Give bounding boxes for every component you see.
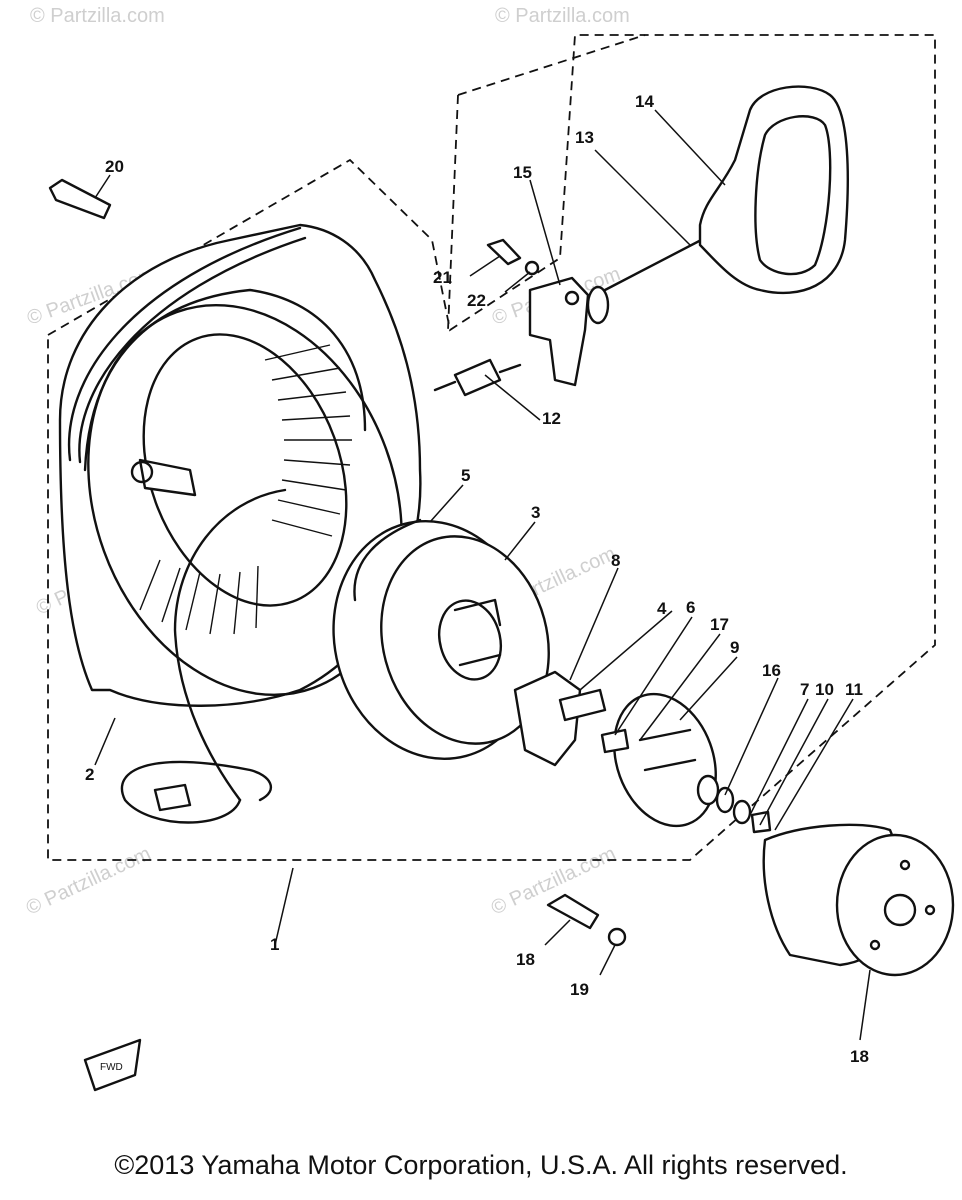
part-label: 6	[686, 598, 695, 617]
part-label: 13	[575, 128, 594, 147]
handle-boundary	[447, 34, 646, 331]
bracket-screw	[486, 238, 522, 266]
part-label: 17	[710, 615, 729, 634]
part-label: 22	[467, 291, 486, 310]
part-label: 19	[570, 980, 589, 999]
watermark-text: © Partzilla.com	[30, 5, 165, 27]
rope-reel	[332, 518, 550, 760]
bracket-washer	[524, 260, 540, 276]
cable-guide	[433, 358, 522, 397]
part-label: 16	[762, 661, 781, 680]
assembly-boundary	[47, 34, 936, 861]
part-label: 1	[270, 935, 279, 954]
part-label: 18	[516, 950, 535, 969]
watermark-text: © Partzilla.com	[23, 843, 154, 920]
part-label: 14	[635, 92, 654, 111]
starter-cover	[762, 823, 955, 977]
friction-plate	[613, 692, 717, 828]
watermark-text: © Partzilla.com	[495, 5, 630, 27]
part-label: 15	[513, 163, 532, 182]
starter-housing	[58, 223, 422, 824]
leader-lines	[94, 109, 871, 1041]
part-label: 9	[730, 638, 739, 657]
housing-bolt	[48, 178, 112, 220]
part-label: 20	[105, 157, 124, 176]
part-label: 7	[800, 680, 809, 699]
handle-bracket	[528, 276, 610, 387]
fwd-badge-text: FWD	[100, 1062, 123, 1073]
part-label: 5	[461, 466, 470, 485]
part-label: 2	[85, 765, 94, 784]
part-label: 4	[657, 599, 667, 618]
part-label: 12	[542, 409, 561, 428]
part-label: 11	[845, 680, 863, 699]
part-label: 3	[531, 503, 540, 522]
part-labels: 1 2 3 4 5 6 7 8 9 10 11 12 13 14 15 16 1…	[85, 92, 869, 1066]
copyright-notice: ©2013 Yamaha Motor Corporation, U.S.A. A…	[114, 1150, 848, 1180]
fwd-badge: FWD	[83, 1038, 142, 1092]
part-label: 18	[850, 1047, 869, 1066]
pawl	[513, 670, 607, 767]
part-label: 8	[611, 551, 620, 570]
handle-rod	[603, 236, 707, 292]
part-label: 10	[815, 680, 834, 699]
starter-handle	[698, 85, 849, 295]
cover-bolt	[546, 893, 627, 947]
part-label: 21	[433, 268, 452, 287]
